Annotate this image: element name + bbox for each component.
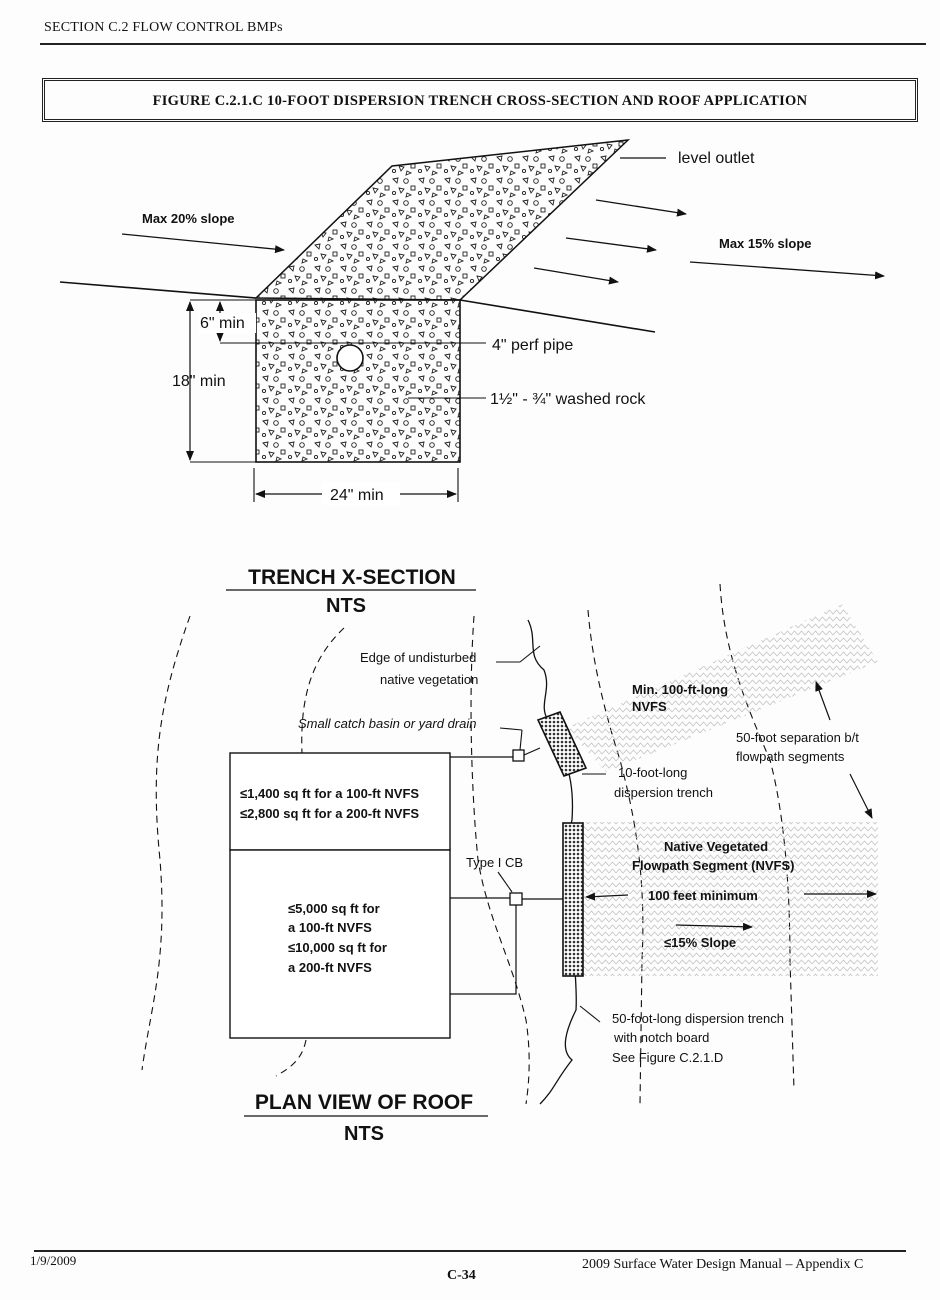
roof-small-line-1: ≤1,400 sq ft for a 100-ft NVFS xyxy=(240,786,419,801)
figure-title: FIGURE C.2.1.C 10-FOOT DISPERSION TRENCH… xyxy=(152,93,808,109)
washed-rock-label: 1½" - ¾" washed rock xyxy=(490,391,646,408)
header-rule xyxy=(40,43,926,45)
max20-arrow xyxy=(121,233,285,254)
catch-basin-small xyxy=(512,749,525,762)
upper-nvfs-area xyxy=(566,604,878,772)
perf-pipe-label: 4" perf pipe xyxy=(492,337,573,354)
hundred-min-label: 100 feet minimum xyxy=(648,888,758,903)
edge-veg-leader-2 xyxy=(519,645,541,663)
footer-manual-title: 2009 Surface Water Design Manual – Appen… xyxy=(582,1257,864,1272)
fifty-foot-trench xyxy=(562,822,584,977)
lower-nvfs-area xyxy=(582,822,878,976)
max15-label: Max 15% slope xyxy=(719,236,812,251)
edge-veg-line-1: Edge of undisturbed xyxy=(360,650,476,665)
rock-berm xyxy=(254,139,631,301)
dashed-boundary-middle xyxy=(470,615,530,1105)
ground-line-left xyxy=(59,281,257,299)
separation-line-1: 50-foot separation b/t xyxy=(736,730,859,745)
fifty-trench-line-1: 50-foot-long dispersion trench xyxy=(612,1011,784,1026)
trench-cross-section: level outlet Max 20% slope Max 15% slope… xyxy=(59,139,885,617)
fifty-trench-line-3: See Figure C.2.1.D xyxy=(612,1050,723,1065)
roof-small-line-2: ≤2,800 sq ft for a 200-ft NVFS xyxy=(240,806,419,821)
roof-large-line-1: ≤5,000 sq ft for xyxy=(288,901,380,916)
trench-nts-label: NTS xyxy=(326,595,366,617)
roof-large-line-2: a 100-ft NVFS xyxy=(288,920,372,935)
catch-basin-leader xyxy=(499,727,523,731)
nvfs-line-2: Flowpath Segment (NVFS) xyxy=(632,858,795,873)
page-number: C-34 xyxy=(447,1268,476,1283)
pipe-small-trench xyxy=(523,747,541,756)
hundred-min-arrow-left xyxy=(585,892,629,901)
trench-xsection-title: TRENCH X-SECTION xyxy=(248,566,456,589)
min-nvfs-line-2: NVFS xyxy=(632,699,667,714)
width-min-label: 24" min xyxy=(330,487,384,504)
type-cb-leader xyxy=(497,871,513,893)
plan-nts-label: NTS xyxy=(344,1123,384,1145)
separation-arrow-up xyxy=(815,681,831,721)
ten-trench-line-2: dispersion trench xyxy=(614,785,713,800)
fifty-trench-leader xyxy=(579,1005,601,1023)
section-header: SECTION C.2 FLOW CONTROL BMPs xyxy=(44,20,283,35)
slope-arrow xyxy=(675,922,753,931)
figure-title-box: FIGURE C.2.1.C 10-FOOT DISPERSION TRENCH… xyxy=(42,78,918,122)
edge-veg-line-2: native vegetation xyxy=(380,672,478,687)
catch-basin-leader-2 xyxy=(519,729,523,751)
separation-arrow-down xyxy=(849,773,873,819)
dashed-boundary-top xyxy=(301,627,345,755)
ten-trench-line-1: 10-foot-long xyxy=(618,765,687,780)
max20-label: Max 20% slope xyxy=(142,211,235,226)
flow-arrow-2 xyxy=(565,237,657,253)
roof-large-line-3: ≤10,000 sq ft for xyxy=(288,940,387,955)
plan-view-title: PLAN VIEW OF ROOF xyxy=(255,1091,473,1114)
flow-arrow-3 xyxy=(533,267,619,285)
slope15-label: ≤15% Slope xyxy=(664,935,736,950)
flow-arrow-1 xyxy=(595,199,687,217)
rock-trench xyxy=(255,299,461,463)
max15-arrow xyxy=(689,261,885,280)
dashed-boundary-left xyxy=(141,615,191,1071)
ten-foot-trench xyxy=(536,710,588,778)
roof-area-large xyxy=(229,849,451,1039)
fifty-trench-line-2: with notch board xyxy=(613,1030,709,1045)
nvfs-line-1: Native Vegetated xyxy=(664,839,768,854)
six-min-label: 6" min xyxy=(200,315,245,332)
six-min-label-bg xyxy=(198,313,256,333)
perf-pipe xyxy=(336,344,364,372)
type-i-cb xyxy=(509,892,523,906)
footer-rule xyxy=(34,1250,906,1252)
width-label-bg xyxy=(322,483,400,505)
eighteen-min-label: 18" min xyxy=(172,373,226,390)
catch-basin-label: Small catch basin or yard drain xyxy=(298,716,476,731)
dashed-boundary-bottom xyxy=(275,1039,307,1077)
roof-area-small xyxy=(229,752,451,851)
level-outlet-label: level outlet xyxy=(678,150,755,167)
roof-large-line-4: a 200-ft NVFS xyxy=(288,960,372,975)
ground-line-right xyxy=(459,299,656,333)
min-nvfs-line-1: Min. 100-ft-long xyxy=(632,682,728,697)
pipe-large-roof-bottom xyxy=(450,905,517,995)
separation-line-2: flowpath segments xyxy=(736,749,845,764)
plan-view: ≤1,400 sq ft for a 100-ft NVFS ≤2,800 sq… xyxy=(141,583,878,1145)
footer-date: 1/9/2009 xyxy=(30,1253,77,1268)
type-cb-label: Type I CB xyxy=(466,855,523,870)
